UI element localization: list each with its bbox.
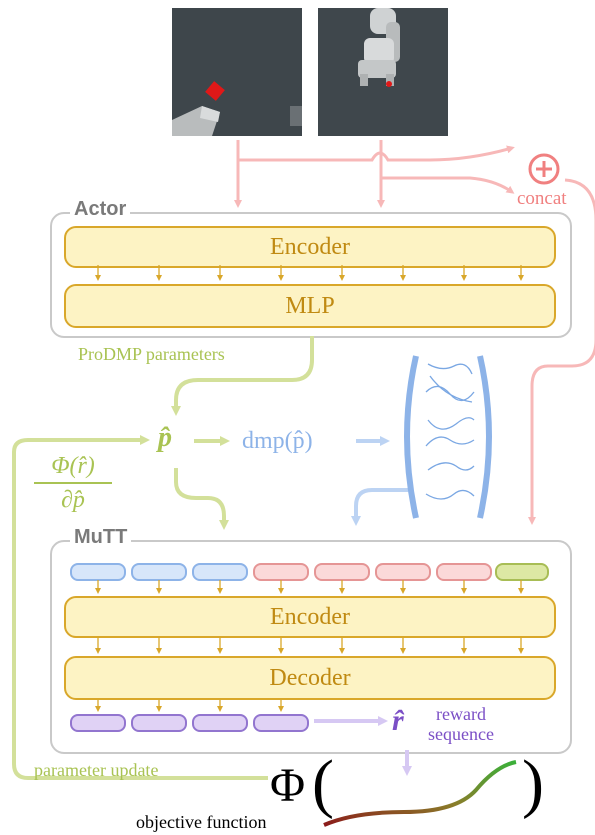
layer-connector-arrows [95,265,524,712]
dmp-function-label: dmp(p̂) [242,428,313,454]
token-output-3 [192,714,248,732]
objective-close-paren: ) [522,747,544,820]
objective-function-label: objective function [136,812,267,832]
reward-arrows [314,716,412,776]
gripper-scene-right [318,8,448,136]
token-output-2 [131,714,187,732]
concat-label: concat [517,188,567,209]
gradient-fraction: Φ(r̂) ∂p̂ [28,452,118,514]
trajectory-matrix [404,355,492,519]
gradient-fraction-bar [34,482,112,484]
parameter-update-label: parameter update [34,760,159,780]
actor-title: Actor [70,198,131,221]
actor-encoder-block: Encoder [64,226,556,268]
gradient-denominator: ∂p̂ [61,487,85,513]
reward-label-line1: reward [436,704,486,724]
observation-image-right [318,8,448,136]
r-hat-symbol: r̂ [392,704,404,737]
token-output-1 [70,714,126,732]
objective-phi: Φ [270,759,306,812]
parameter-arrows [12,336,314,780]
observation-arrows [234,140,595,525]
reward-curve [323,760,517,827]
mutt-title: MuTT [70,526,132,549]
mutt-encoder-block: Encoder [64,596,556,638]
reward-label-line2: sequence [428,724,494,744]
p-hat-symbol: p̂ [158,422,172,453]
mutt-decoder-block: Decoder [64,656,556,700]
token-output-4 [253,714,309,732]
actor-mlp-block: MLP [64,284,556,328]
objective-open-paren: ( [312,747,334,820]
gradient-numerator: Φ(r̂) [51,453,95,479]
concat-symbol [528,153,560,185]
token-parameter [495,563,549,581]
gripper-scene-left [172,8,302,136]
trajectory-arrows [351,436,408,526]
observation-image-left [172,8,302,136]
reward-sequence-label: reward sequence [428,704,494,744]
prodmp-parameters-label: ProDMP parameters [78,344,225,364]
